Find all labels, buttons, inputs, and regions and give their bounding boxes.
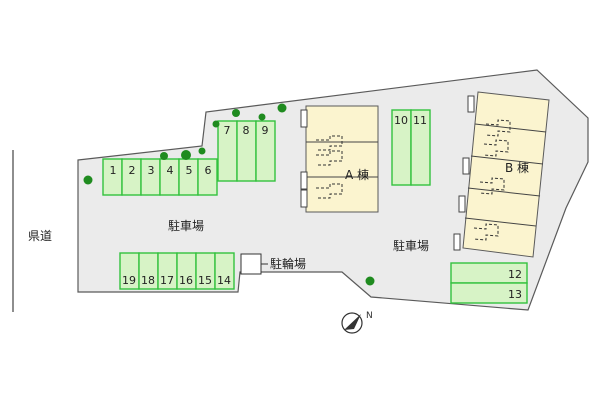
building-a: A 棟 [300, 105, 379, 213]
entrance-door [467, 95, 475, 113]
unit-divider [470, 155, 544, 165]
parking-lot-label-left: 駐車場 [168, 218, 204, 233]
tree-icon [160, 152, 168, 160]
stair-outline [483, 139, 509, 157]
parking-lot-label-right: 駐車場 [393, 238, 429, 253]
parking-row-top: 7 8 9 [217, 120, 276, 182]
entrance-door [453, 233, 461, 251]
tree-icon [198, 147, 206, 155]
parking-space [410, 109, 431, 186]
trees [83, 103, 375, 286]
parking-row-front: 1 2 3 4 5 6 [102, 158, 218, 196]
parking-space [197, 158, 218, 196]
parking-stack-right: 12 13 [450, 262, 528, 304]
parking-space-number: 19 [122, 274, 136, 287]
parking-space-number: 8 [243, 124, 250, 137]
parking-space-number: 17 [160, 274, 174, 287]
parking-space-number: 1 [110, 164, 117, 177]
parking-space [450, 282, 528, 304]
bicycle-parking-label: 駐輪場 [270, 256, 306, 271]
parking-space-number: 7 [224, 124, 231, 137]
parking-space-number: 15 [198, 274, 212, 287]
stair-outline [316, 183, 343, 199]
parking-space-number: 10 [394, 114, 408, 127]
parking-space-number: 18 [141, 274, 155, 287]
parking-row-bottom: 19 18 17 16 15 14 [119, 252, 235, 290]
entrance-door [462, 157, 470, 175]
parking-space-number: 3 [148, 164, 155, 177]
tree-icon [232, 109, 240, 117]
stair-outline [316, 135, 343, 151]
tree-icon [212, 120, 220, 128]
stair-outline [316, 150, 343, 166]
compass-north-label: N [366, 311, 373, 321]
parking-space-number: 12 [508, 268, 522, 281]
parking-space-number: 6 [205, 164, 212, 177]
parking-space-number: 11 [413, 114, 427, 127]
building-a-label: A 棟 [345, 167, 369, 182]
building-b-label: B 棟 [505, 160, 529, 175]
stair-outline [485, 119, 511, 137]
parking-pair-center: 10 11 [391, 109, 431, 186]
tree-icon [83, 175, 93, 185]
unit-divider [464, 217, 537, 227]
tree-icon [365, 276, 375, 286]
entrance-door [300, 109, 308, 128]
tree-icon [181, 150, 191, 160]
tree-icon [277, 103, 287, 113]
compass-icon: N [341, 311, 373, 334]
building-b-body [462, 91, 550, 258]
parking-space-number: 9 [262, 124, 269, 137]
parking-space-number: 14 [217, 274, 231, 287]
unit-divider [467, 187, 541, 197]
bicycle-parking-area [240, 253, 262, 275]
parking-space-number: 5 [186, 164, 193, 177]
parking-space-number: 2 [129, 164, 136, 177]
prefectural-road-label: 県道 [28, 229, 52, 243]
tree-icon [258, 113, 266, 121]
entrance-door [458, 195, 466, 213]
stair-outline [479, 177, 505, 195]
entrance-door [300, 189, 308, 208]
parking-space [214, 252, 235, 290]
parking-space [255, 120, 276, 182]
building-b: B 棟 [453, 91, 550, 258]
parking-space-number: 4 [167, 164, 174, 177]
entrance-door [300, 171, 308, 190]
parking-space-number: 16 [179, 274, 193, 287]
parking-space-number: 13 [508, 288, 522, 301]
stair-outline [473, 223, 499, 241]
